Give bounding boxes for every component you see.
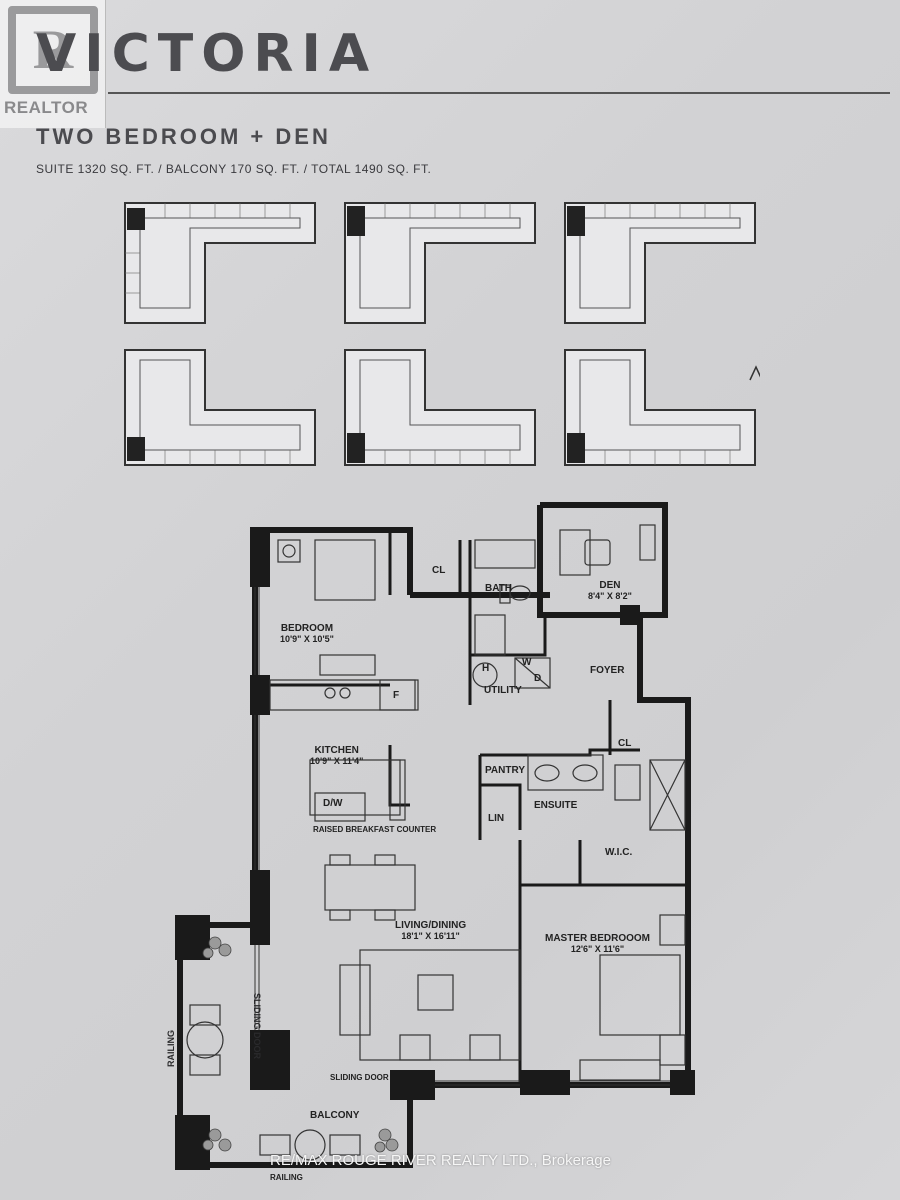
utility-h-label: H (482, 663, 490, 674)
pantry-label: PANTRY (485, 765, 525, 776)
north-arrow-icon (749, 365, 763, 381)
bedroom-label: BEDROOM 10'9" X 10'5" (280, 623, 334, 644)
unit-floor-plan: BEDROOM 10'9" X 10'5" CL BATH DEN 8'4" X… (160, 495, 720, 1182)
walk-in-closet-label: W.I.C. (605, 847, 633, 858)
balcony-label: BALCONY (310, 1110, 360, 1121)
bedroom-name: BEDROOM (280, 623, 334, 634)
page-title: VICTORIA (36, 24, 378, 84)
railing-side-label: RAILING (166, 1030, 176, 1067)
realtor-r-icon: R (8, 6, 98, 94)
foyer-label: FOYER (590, 665, 625, 676)
master-bedroom-size: 12'6" X 11'6" (570, 944, 625, 954)
brokerage-watermark: RE/MAX ROUGE RIVER REALTY LTD., Brokerag… (270, 1152, 611, 1169)
living-dining-name: LIVING/DINING (395, 920, 467, 931)
utility-label: UTILITY (484, 685, 522, 696)
key-plan-3rd-floor-building-1 (560, 345, 763, 470)
title-divider (108, 92, 890, 94)
den-label: DEN 8'4" X 8'2" (588, 580, 632, 601)
kitchen-size: 10'9" X 11'4" (310, 756, 364, 766)
key-plan-ground-floor-building-2 (120, 198, 320, 333)
breakfast-counter-label: RAISED BREAKFAST COUNTER (313, 825, 437, 834)
floor-plan-drawing (175, 502, 695, 1170)
den-name: DEN (599, 580, 621, 591)
railing-bottom-label: RAILING (270, 1173, 303, 1182)
kitchen-label: KITCHEN 10'9" X 11'4" (310, 745, 363, 766)
living-dining-size: 18'1" X 16'11" (401, 931, 460, 941)
fridge-label: F (393, 690, 400, 701)
master-bedroom-label: MASTER BEDROOOM 12'6" X 11'6" (545, 933, 650, 954)
bedroom-size: 10'9" X 10'5" (280, 634, 334, 644)
closet-2-label: CL (618, 738, 632, 749)
dishwasher-label: D/W (323, 798, 343, 809)
ensuite-label: ENSUITE (534, 800, 578, 811)
sliding-door-bottom-label: SLIDING DOOR (330, 1073, 389, 1082)
utility-d-label: D (534, 673, 542, 684)
closet-label: CL (432, 565, 446, 576)
realtor-logo[interactable]: R REALTOR (0, 0, 106, 128)
realtor-logo-text: REALTOR (4, 98, 89, 117)
master-bedroom-name: MASTER BEDROOOM (545, 933, 650, 944)
unit-type: TWO BEDROOM + DEN (36, 124, 331, 149)
key-plan-ground-floor-building-1 (120, 345, 320, 470)
key-plan-2nd-floor-building-1 (340, 345, 540, 470)
key-plan-2nd-floor-building-2 (340, 198, 540, 333)
key-plan-3rd-floor-building-2 (560, 198, 760, 333)
bath-label: BATH (485, 583, 513, 594)
linen-label: LIN (488, 813, 505, 824)
utility-w-label: W (522, 657, 532, 668)
living-dining-label: LIVING/DINING 18'1" X 16'11" (395, 920, 466, 941)
unit-areas: SUITE 1320 SQ. FT. / BALCONY 170 SQ. FT.… (36, 162, 432, 176)
sliding-door-side-label: SLIDING DOOR (252, 993, 262, 1060)
den-size: 8'4" X 8'2" (588, 591, 632, 601)
kitchen-name: KITCHEN (314, 745, 359, 756)
